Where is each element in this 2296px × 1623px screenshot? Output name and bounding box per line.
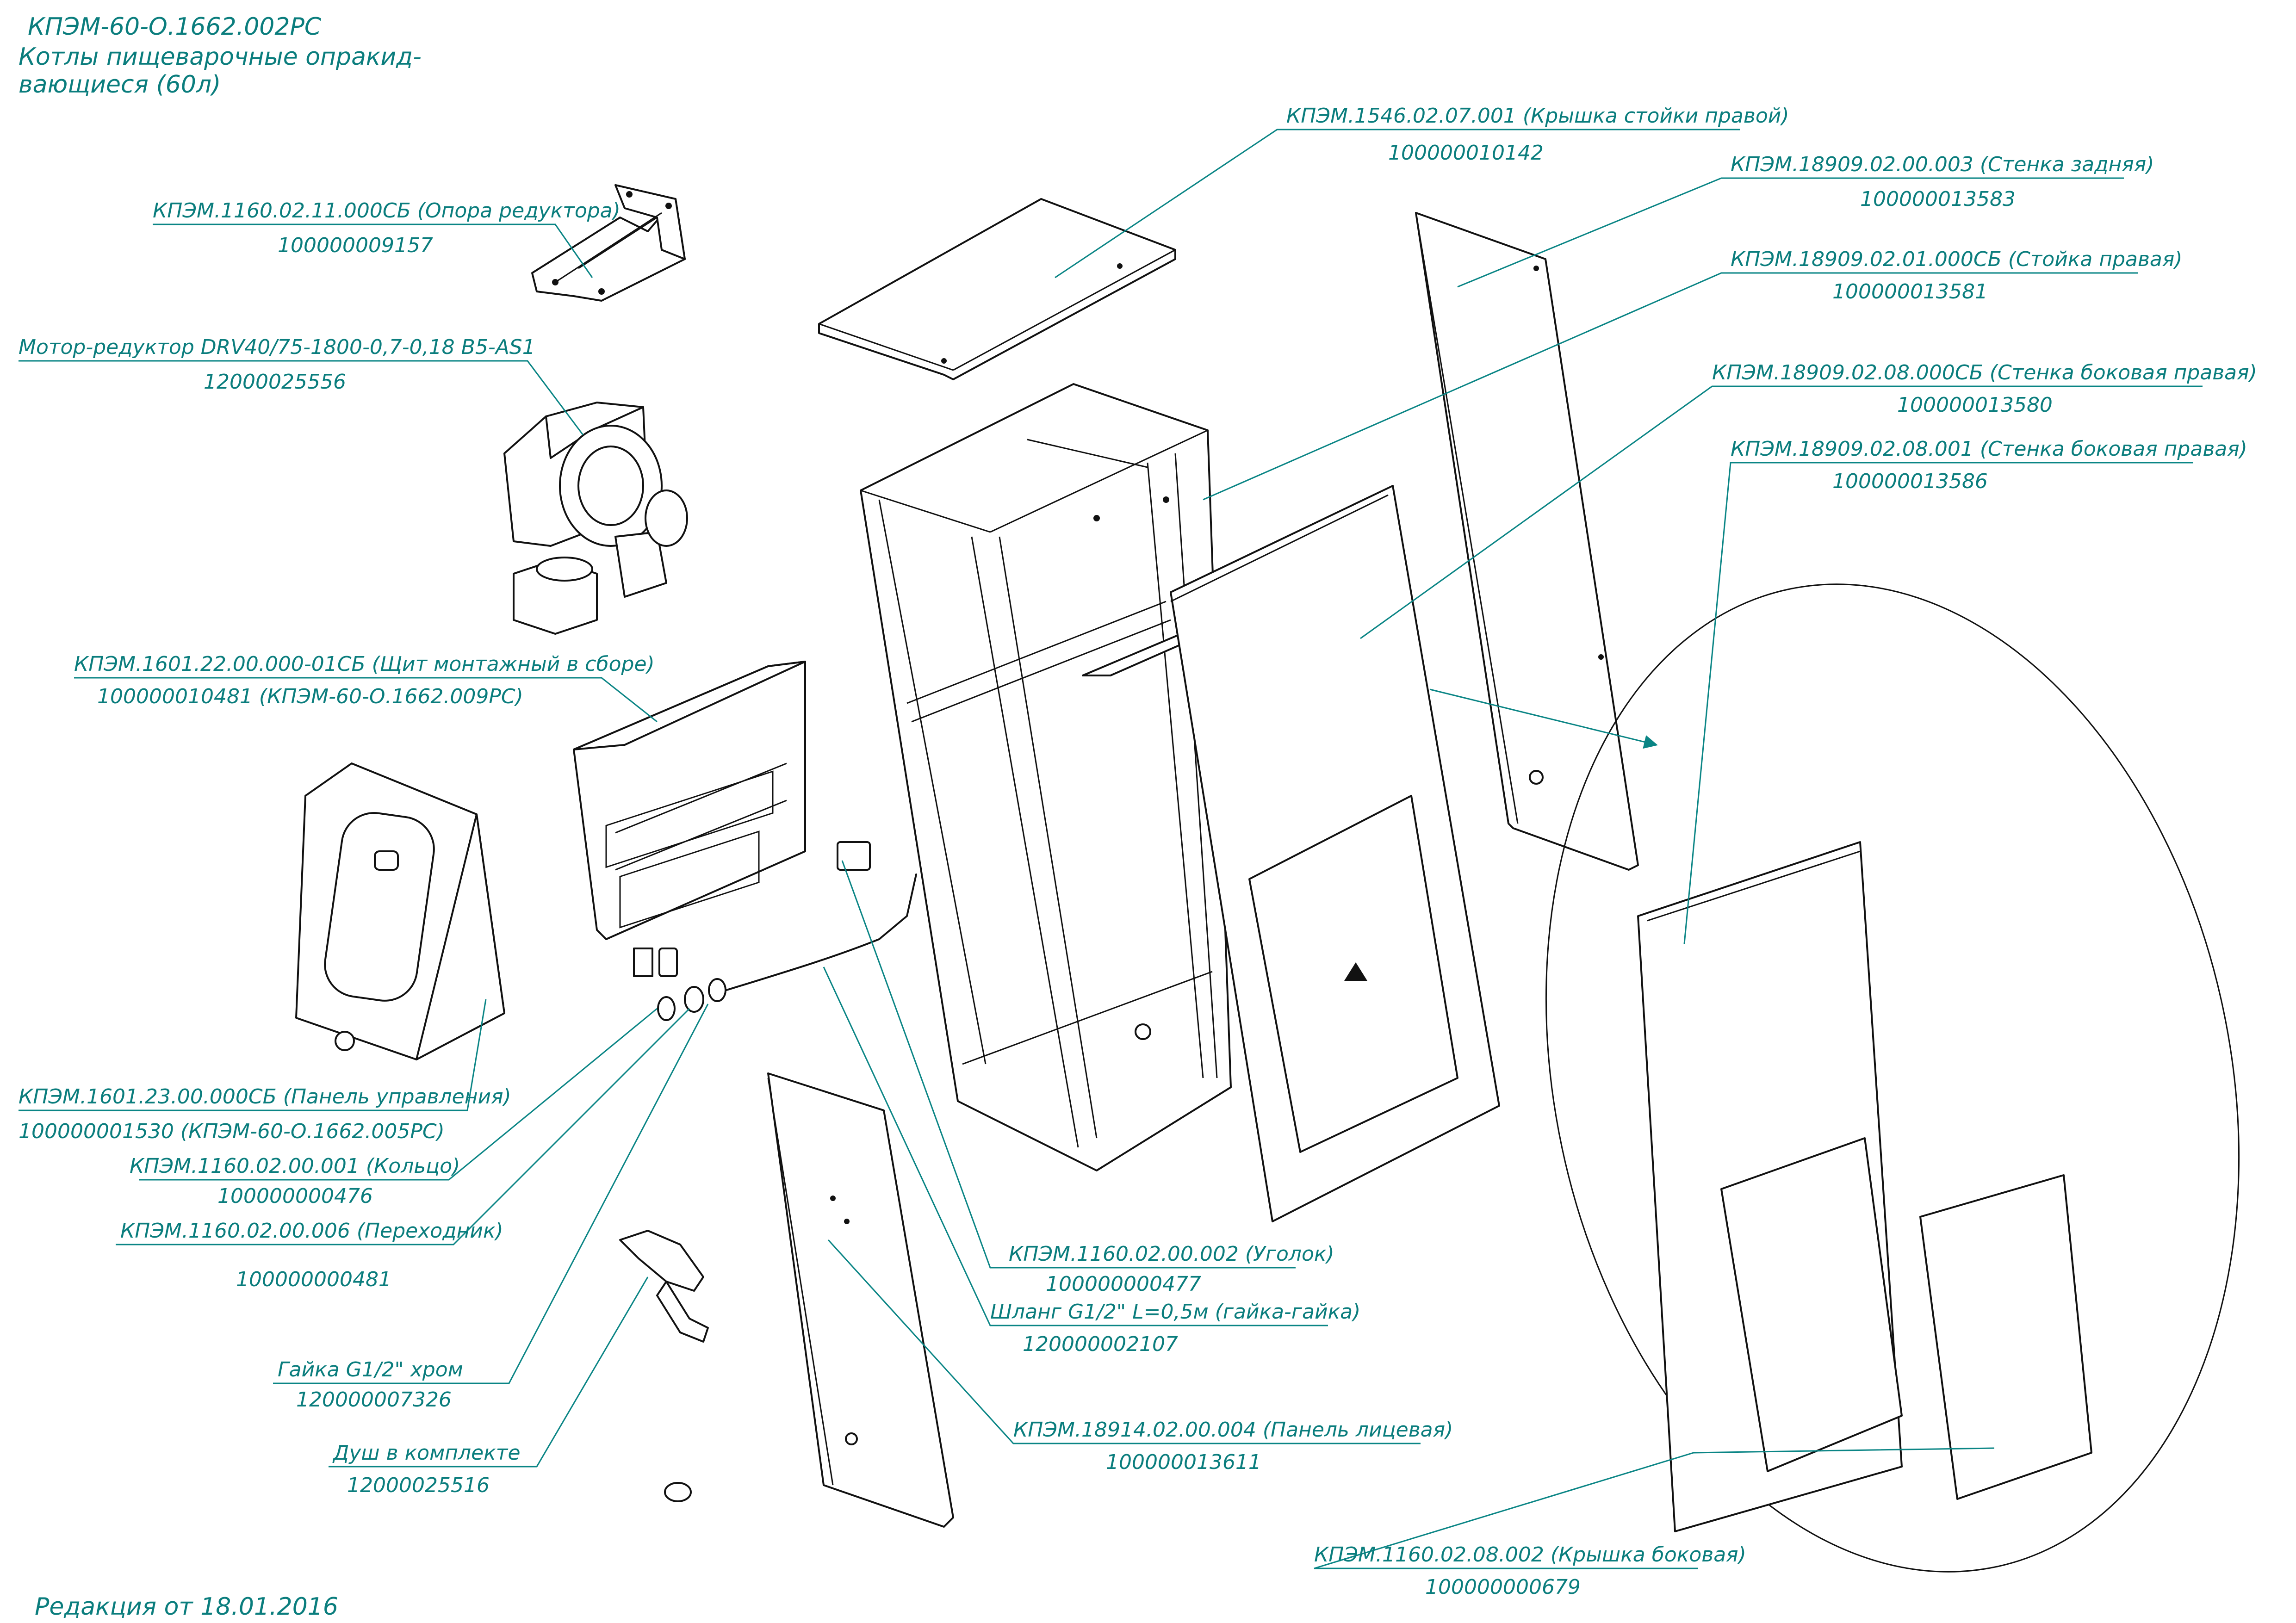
hose-name: Шланг G1/2" L=0,5м (гайка-гайка) bbox=[990, 1300, 1360, 1324]
front-panel-part bbox=[767, 1072, 954, 1528]
document-code: КПЭМ-60-О.1662.002РС bbox=[28, 13, 322, 41]
control-panel-name: КПЭМ.1601.23.00.000СБ (Панель управления… bbox=[19, 1085, 511, 1109]
side-cover-name: КПЭМ.1160.02.08.002 (Крышка боковая) bbox=[1314, 1543, 1746, 1567]
panel-assembly-article: 100000010481 (КПЭМ-60-О.1662.009РС) bbox=[97, 685, 523, 708]
adapter-article: 100000000481 bbox=[236, 1268, 391, 1291]
side-wall-assembly-name: КПЭМ.18909.02.08.000СБ (Стенка боковая п… bbox=[1712, 361, 2257, 384]
back-wall-name: КПЭМ.18909.02.00.003 (Стенка задняя) bbox=[1731, 153, 2154, 176]
side-wall-article: 100000013586 bbox=[1832, 470, 1988, 493]
reducer-support-name: КПЭМ.1160.02.11.000СБ (Опора редуктора) bbox=[153, 199, 621, 223]
angle-name: КПЭМ.1160.02.00.002 (Уголок) bbox=[1009, 1242, 1334, 1266]
side-wall-name: КПЭМ.18909.02.08.001 (Стенка боковая пра… bbox=[1731, 437, 2247, 461]
control-panel-part bbox=[295, 762, 505, 1060]
frame-part bbox=[860, 383, 1232, 1171]
mounting-board-part bbox=[573, 661, 806, 977]
angle-article: 100000000477 bbox=[1046, 1272, 1201, 1296]
reducer-support-article: 100000009157 bbox=[278, 234, 433, 257]
motor-article: 12000025556 bbox=[204, 370, 346, 394]
adapter-name: КПЭМ.1160.02.00.006 (Переходник) bbox=[120, 1219, 503, 1243]
reducer-support-part bbox=[531, 184, 686, 302]
hose-article: 120000002107 bbox=[1023, 1332, 1178, 1356]
side-cover-article: 100000000679 bbox=[1425, 1575, 1581, 1599]
control-panel-article: 100000001530 (КПЭМ-60-О.1662.005РС) bbox=[19, 1120, 445, 1143]
document-title-line-1: Котлы пищеварочные опракид- bbox=[19, 43, 422, 71]
right-post-cover-part bbox=[818, 198, 1176, 380]
right-post-cover-name: КПЭМ.1546.02.07.001 (Крышка стойки право… bbox=[1286, 104, 1789, 128]
front-panel-name: КПЭМ.18914.02.00.004 (Панель лицевая) bbox=[1013, 1418, 1453, 1442]
right-post-name: КПЭМ.18909.02.01.000СБ (Стойка правая) bbox=[1731, 248, 2183, 271]
shower-name: Душ в комплекте bbox=[332, 1441, 521, 1465]
motor-reducer-part bbox=[503, 402, 688, 635]
document-title-line-2: вающиеся (60л) bbox=[19, 71, 221, 99]
side-wall-assembly-article: 100000013580 bbox=[1897, 393, 2053, 417]
back-wall-part bbox=[1415, 212, 1639, 871]
motor-name: Мотор-редуктор DRV40/75-1800-0,7-0,18 B5… bbox=[19, 335, 535, 359]
right-post-cover-article: 100000010142 bbox=[1388, 141, 1544, 165]
revision-note: Редакция от 18.01.2016 bbox=[35, 1593, 338, 1621]
nut-article: 120000007326 bbox=[296, 1388, 452, 1412]
ring-article: 100000000476 bbox=[217, 1184, 373, 1208]
shower-part bbox=[619, 1230, 709, 1502]
side-wall-assembly-part bbox=[1170, 485, 1500, 1222]
back-wall-article: 100000013583 bbox=[1860, 187, 2016, 211]
leader-lines bbox=[19, 129, 2203, 1569]
detail-view bbox=[1429, 583, 2240, 1573]
front-panel-article: 100000013611 bbox=[1106, 1450, 1261, 1474]
fittings-part bbox=[657, 841, 917, 1021]
right-post-article: 100000013581 bbox=[1832, 280, 1988, 304]
nut-name: Гайка G1/2" хром bbox=[278, 1358, 463, 1381]
shower-article: 12000025516 bbox=[347, 1474, 490, 1497]
panel-assembly-name: КПЭМ.1601.22.00.000-01СБ (Щит монтажный … bbox=[74, 652, 655, 676]
ring-name: КПЭМ.1160.02.00.001 (Кольцо) bbox=[130, 1154, 460, 1178]
